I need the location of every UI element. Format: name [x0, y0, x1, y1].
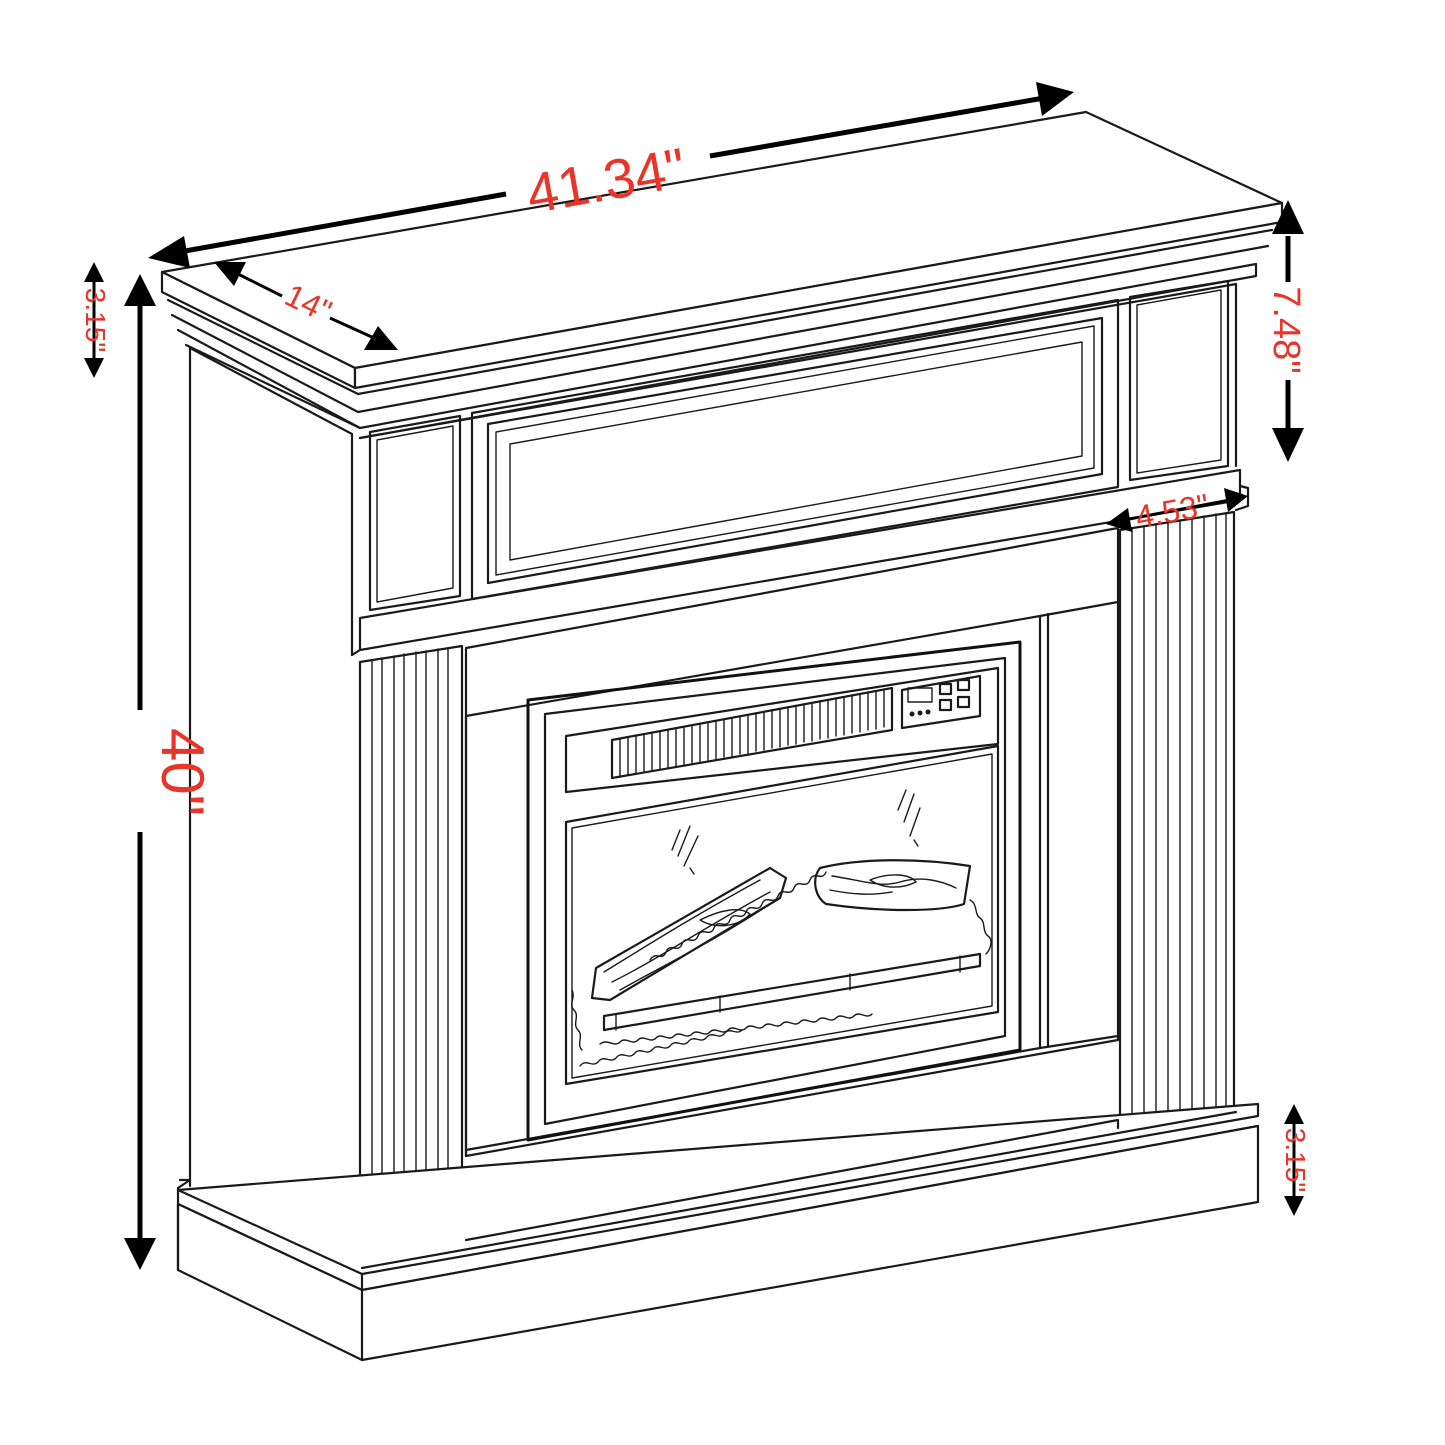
- mantel-top: [160, 110, 1284, 440]
- width-arrow-head-left-icon: [148, 236, 190, 268]
- top-trim-label: 3.15": [80, 288, 111, 352]
- depth-arrow-head-left-icon: [214, 262, 246, 286]
- plinth-base: [176, 1102, 1260, 1362]
- dimension-top-trim: 3.15": [80, 262, 111, 378]
- dimension-height: 40": [124, 274, 216, 1270]
- depth-arrow-shaft-left: [233, 270, 283, 298]
- height-arrow-head-bottom-icon: [124, 1238, 156, 1270]
- height-label: 40": [149, 728, 216, 816]
- base-trim-arrow-head-top-icon: [1284, 1104, 1304, 1124]
- width-arrow-shaft-right: [709, 95, 1045, 159]
- base-trim-label: 3.15": [1280, 1128, 1311, 1192]
- vent-grille: [610, 686, 894, 780]
- width-arrow-shaft-left: [167, 191, 507, 257]
- firebox-surround: [464, 526, 1120, 1158]
- pillar-arrow-shaft: [1123, 498, 1231, 522]
- logs: [571, 859, 992, 1067]
- top-trim-arrow-head-bottom-icon: [84, 358, 104, 378]
- fireplace-insert: [526, 640, 1022, 1142]
- control-panel: [900, 674, 982, 730]
- dimension-header: 7.48": [1265, 200, 1307, 462]
- base-trim-arrow-head-bottom-icon: [1284, 1196, 1304, 1216]
- header-arrow-head-bottom-icon: [1272, 428, 1304, 462]
- height-arrow-head-top-icon: [124, 274, 156, 306]
- body-left-side: [188, 346, 354, 1182]
- fireplace-drawing: [160, 110, 1284, 1362]
- pillar-arrow-head-right-icon: [1224, 488, 1248, 512]
- pillar-right: [1118, 510, 1236, 1130]
- header-label: 7.48": [1265, 286, 1307, 373]
- width-arrow-head-right-icon: [1036, 82, 1074, 116]
- dimension-base-trim: 3.15": [1280, 1104, 1311, 1216]
- top-trim-arrow-head-top-icon: [84, 262, 104, 282]
- pillar-label: 4.53": [1133, 487, 1212, 535]
- depth-arrow-head-right-icon: [364, 326, 398, 350]
- glass-window: [564, 744, 1000, 1086]
- header-arrow-head-top-icon: [1272, 200, 1304, 234]
- depth-arrow-shaft-right: [329, 316, 375, 340]
- pillar-arrow-head-left-icon: [1106, 508, 1132, 532]
